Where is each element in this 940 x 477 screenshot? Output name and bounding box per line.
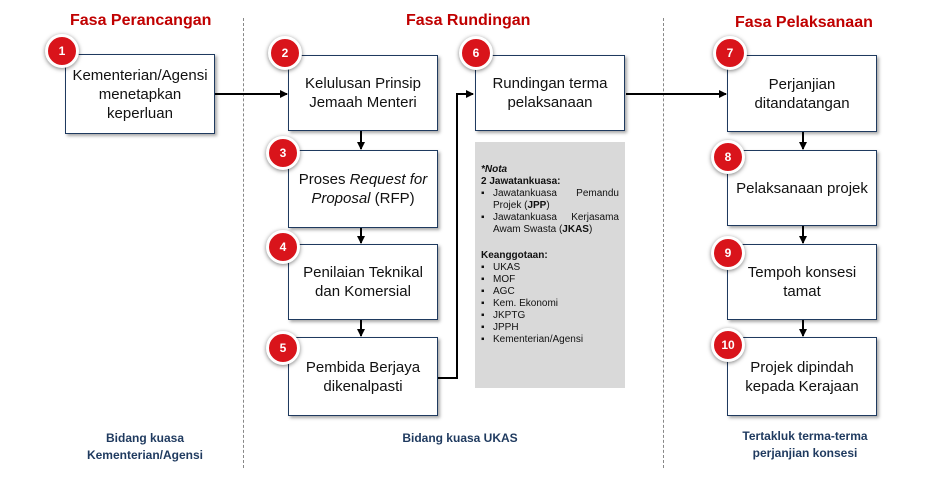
step-box-4: Penilaian Teknikal dan Komersial — [288, 244, 438, 320]
step-text-2: Kelulusan Prinsip Jemaah Menteri — [305, 75, 421, 111]
step-text-7: Perjanjian ditandatangan — [754, 75, 850, 112]
note-member-item: Kem. Ekonomi — [481, 298, 619, 310]
note-member-item: MOF — [481, 274, 619, 286]
step-badge-7: 7 — [713, 36, 747, 70]
step-box-2: Kelulusan Prinsip Jemaah Menteri — [288, 55, 438, 131]
step-text-5: Pembida Berjaya dikenalpasti — [305, 358, 421, 395]
phase-divider-right — [663, 18, 664, 468]
footer-perancangan: Bidang kuasa Kementerian/Agensi — [86, 431, 204, 462]
phase-title-perancangan: Fasa Perancangan — [70, 12, 212, 29]
step-text-1: Kementerian/Agensi menetapkan keperluan — [72, 66, 208, 122]
step-box-1: Kementerian/Agensi menetapkan keperluan — [65, 54, 215, 134]
step-badge-10: 10 — [711, 328, 745, 362]
note-member-item: UKAS — [481, 262, 619, 274]
note-committees-heading: 2 Jawatankuasa: — [481, 176, 561, 187]
phase-divider-left — [243, 18, 244, 468]
note-member-item: JPPH — [481, 322, 619, 334]
step-box-10: Projek dipindah kepada Kerajaan — [727, 337, 877, 416]
note-member-item: AGC — [481, 286, 619, 298]
step-text-6: Rundingan terma pelaksanaan — [492, 75, 608, 111]
step-box-9: Tempoh konsesi tamat — [727, 244, 877, 320]
step-box-3: Proses Request for Proposal (RFP) — [288, 150, 438, 228]
step-badge-5: 5 — [266, 331, 300, 365]
step-text-3: Proses Request for Proposal (RFP) — [298, 171, 428, 207]
note-member-item: JKPTG — [481, 310, 619, 322]
step-box-5: Pembida Berjaya dikenalpasti — [288, 337, 438, 416]
footer-pelaksanaan: Tertakluk terma-terma perjanjian konsesi — [742, 429, 868, 460]
note-panel: *Nota 2 Jawatankuasa: Jawatankuasa Peman… — [475, 142, 625, 388]
note-committees-list: Jawatankuasa Pemandu Projek (JPP) Jawata… — [481, 188, 619, 236]
step-text-10: Projek dipindah kepada Kerajaan — [745, 358, 859, 395]
note-committee-item: Jawatankuasa Kerjasama Awam Swasta (JKAS… — [481, 212, 619, 236]
phase-title-pelaksanaan: Fasa Pelaksanaan — [735, 14, 873, 31]
step-box-8: Pelaksanaan projek — [727, 150, 877, 226]
arrow-5-to-6 — [438, 90, 474, 379]
step-box-6: Rundingan terma pelaksanaan — [475, 55, 625, 131]
step-badge-2: 2 — [268, 36, 302, 70]
step-badge-1: 1 — [45, 34, 79, 68]
step-text-4: Penilaian Teknikal dan Komersial — [303, 264, 423, 300]
step-badge-9: 9 — [711, 236, 745, 270]
phase-title-rundingan: Fasa Rundingan — [406, 12, 531, 29]
footer-rundingan: Bidang kuasa UKAS — [402, 431, 518, 445]
note-member-item: Kementerian/Agensi — [481, 334, 619, 346]
step-badge-6: 6 — [459, 36, 493, 70]
note-committee-item: Jawatankuasa Pemandu Projek (JPP) — [481, 188, 619, 212]
step-badge-8: 8 — [711, 140, 745, 174]
note-members-list: UKAS MOF AGC Kem. Ekonomi JKPTG JPPH Kem… — [481, 262, 619, 346]
step-text-9: Tempoh konsesi tamat — [747, 264, 857, 300]
step-text-8: Pelaksanaan projek — [736, 179, 868, 197]
step-badge-4: 4 — [266, 230, 300, 264]
note-members-heading: Keanggotaan: — [481, 250, 548, 261]
step-badge-3: 3 — [266, 136, 300, 170]
step-box-7: Perjanjian ditandatangan — [727, 55, 877, 132]
note-title: *Nota — [481, 164, 508, 175]
